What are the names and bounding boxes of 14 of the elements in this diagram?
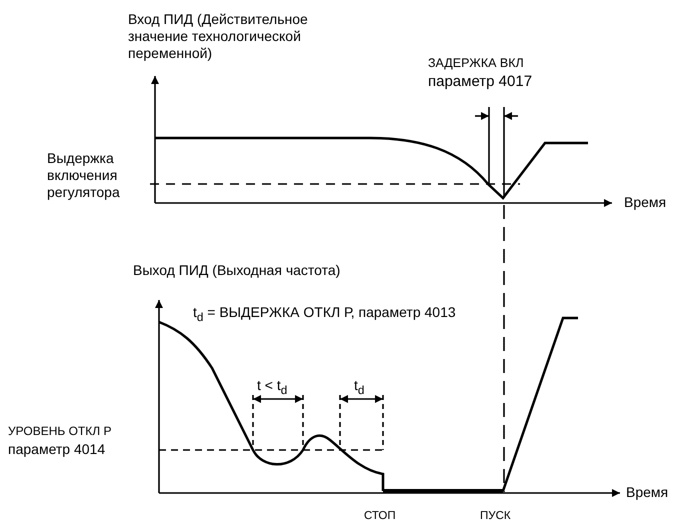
axis-title: Вход ПИД (Действительное значение технологической переменной)	[128, 11, 309, 62]
threshold-label: Выдержка включения регулятора	[47, 150, 121, 200]
threshold-label: параметр 4014	[8, 441, 106, 458]
axis-title: Выход ПИД (Выходная частота)	[133, 262, 340, 279]
axis-label: Время	[626, 484, 668, 501]
threshold-label: УРОВЕНЬ ОТКЛ Р	[8, 424, 112, 438]
time-marker-label: ПУСК	[480, 510, 511, 523]
interval-label: t$_{d}$	[354, 377, 364, 398]
time-marker-label: СТОП	[364, 510, 396, 523]
annotation-text: ЗАДЕРЖКА ВКЛ	[428, 56, 524, 71]
annotation-text: t$_{d}$ = ВЫДЕРЖКА ОТКЛ Р, параметр 4013	[193, 304, 456, 325]
annotation-text: параметр 4017	[428, 73, 532, 91]
interval-label: t < t$_{d}$	[257, 377, 288, 398]
axis-label: Время	[624, 194, 666, 211]
